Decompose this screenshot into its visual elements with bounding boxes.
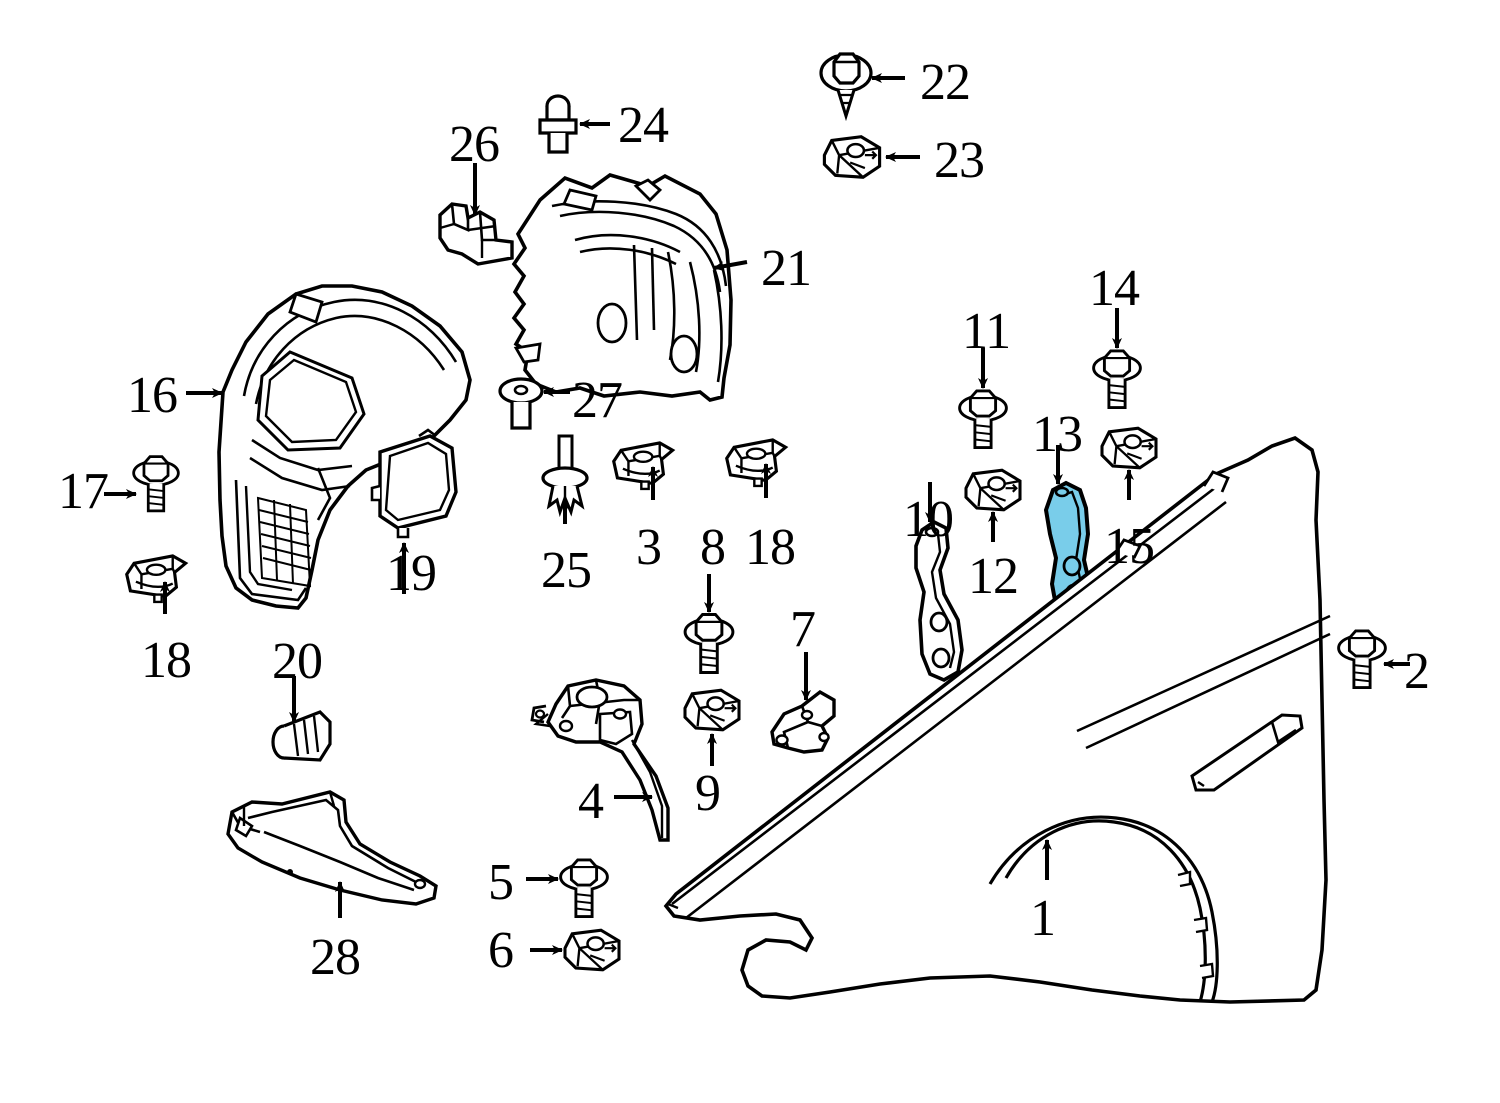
part-12-expanding-nut-clip xyxy=(964,468,1022,512)
part-22-hex-head-tapping-screw xyxy=(819,52,873,122)
part-6-expanding-nut-clip xyxy=(563,928,621,972)
part-18b-spring-nut-clip xyxy=(725,438,788,488)
callout-label-10: 10 xyxy=(903,491,954,548)
callout-label-14: 14 xyxy=(1089,260,1140,317)
callout-label-22: 22 xyxy=(920,54,971,111)
callout-label-7: 7 xyxy=(790,601,816,658)
part-8-hex-head-screw xyxy=(683,613,735,674)
part-10-fender-bracket-left xyxy=(914,519,964,683)
part-2-fender-mounting-bolt xyxy=(1337,629,1387,690)
part-18-spring-nut-clip xyxy=(125,554,188,604)
callout-label-16: 16 xyxy=(127,367,178,424)
callout-label-3: 3 xyxy=(636,519,662,576)
callout-label-17: 17 xyxy=(58,463,109,520)
part-20-self-tapping-screw xyxy=(271,710,332,762)
part-21-wheelhouse-liner-rear xyxy=(511,173,733,402)
callout-label-27: 27 xyxy=(572,372,623,429)
part-3-spring-nut-clip xyxy=(612,441,675,491)
callout-label-19: 19 xyxy=(386,545,437,602)
part-16-wheelhouse-liner-front xyxy=(217,284,472,610)
part-24-push-rivet-pin xyxy=(538,94,578,154)
callout-label-9: 9 xyxy=(695,765,721,822)
part-1-front-fender-panel xyxy=(663,435,1331,1004)
part-4-fender-support-rail xyxy=(530,678,670,842)
part-5-hex-flange-bolt xyxy=(559,858,609,919)
callout-label-20: 20 xyxy=(272,633,323,690)
callout-label-4: 4 xyxy=(578,773,604,830)
part-11-hex-flange-screw xyxy=(958,389,1008,450)
callout-label-18b: 18 xyxy=(745,519,796,576)
part-7-fender-bracket-small xyxy=(770,689,836,754)
callout-label-28: 28 xyxy=(310,929,361,986)
callout-label-15: 15 xyxy=(1104,518,1155,575)
callout-label-5: 5 xyxy=(488,854,514,911)
part-17-hex-flange-bolt xyxy=(132,455,180,513)
part-23-expanding-nut-clip xyxy=(822,135,882,179)
callout-label-25: 25 xyxy=(541,542,592,599)
callout-label-8: 8 xyxy=(700,519,726,576)
callout-label-24: 24 xyxy=(618,97,669,154)
part-9-expanding-nut-clip xyxy=(683,688,741,732)
callout-label-23: 23 xyxy=(934,132,985,189)
callout-label-26: 26 xyxy=(449,116,500,173)
part-26-liner-retainer-bracket xyxy=(438,202,514,266)
leader-21 xyxy=(713,260,748,272)
callout-label-18: 18 xyxy=(141,632,192,689)
callout-label-13: 13 xyxy=(1032,406,1083,463)
callout-label-11: 11 xyxy=(962,303,1011,360)
callout-label-1: 1 xyxy=(1030,890,1056,947)
callout-label-21: 21 xyxy=(761,240,812,297)
part-14-hex-flange-screw xyxy=(1092,349,1142,410)
callout-label-6: 6 xyxy=(488,922,514,979)
part-15-expanding-nut-clip xyxy=(1100,426,1158,470)
callout-label-2: 2 xyxy=(1404,643,1430,700)
part-19-access-cover-panel xyxy=(370,428,458,539)
callout-label-12: 12 xyxy=(968,548,1019,605)
part-27-flat-head-rivet xyxy=(498,377,544,430)
part-28-air-duct-deflector xyxy=(226,790,438,906)
